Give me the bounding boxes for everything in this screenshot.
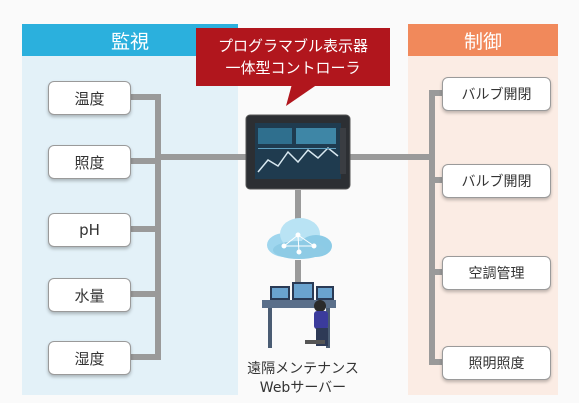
monitor-item-temperature: 温度 xyxy=(48,81,131,115)
cloud-network-icon xyxy=(267,218,332,259)
operator-workstation-icon xyxy=(262,282,336,348)
monitor-item-illuminance: 照度 xyxy=(48,145,131,179)
monitor-item-ph: pH xyxy=(48,213,131,247)
monitor-item-water-volume: 水量 xyxy=(48,278,131,312)
display-controller-icon xyxy=(245,114,351,190)
server-caption: 遠隔メンテナンス Webサーバー xyxy=(218,360,388,398)
callout-line-2: 一体型コントローラ xyxy=(225,59,361,77)
control-item-valve-1: バルブ開閉 xyxy=(442,77,551,111)
callout-pointer xyxy=(286,84,318,106)
control-item-lighting: 照明照度 xyxy=(442,346,551,380)
callout-line-1: プログラマブル表示器 xyxy=(217,37,368,55)
control-item-valve-2: バルブ開閉 xyxy=(442,164,551,198)
server-caption-line-2: Webサーバー xyxy=(259,380,347,396)
monitor-item-humidity: 湿度 xyxy=(48,341,131,375)
control-heading: 制御 xyxy=(408,24,558,56)
server-caption-line-1: 遠隔メンテナンス xyxy=(247,361,359,377)
controller-callout: プログラマブル表示器 一体型コントローラ xyxy=(196,28,390,86)
control-item-hvac: 空調管理 xyxy=(442,256,551,290)
